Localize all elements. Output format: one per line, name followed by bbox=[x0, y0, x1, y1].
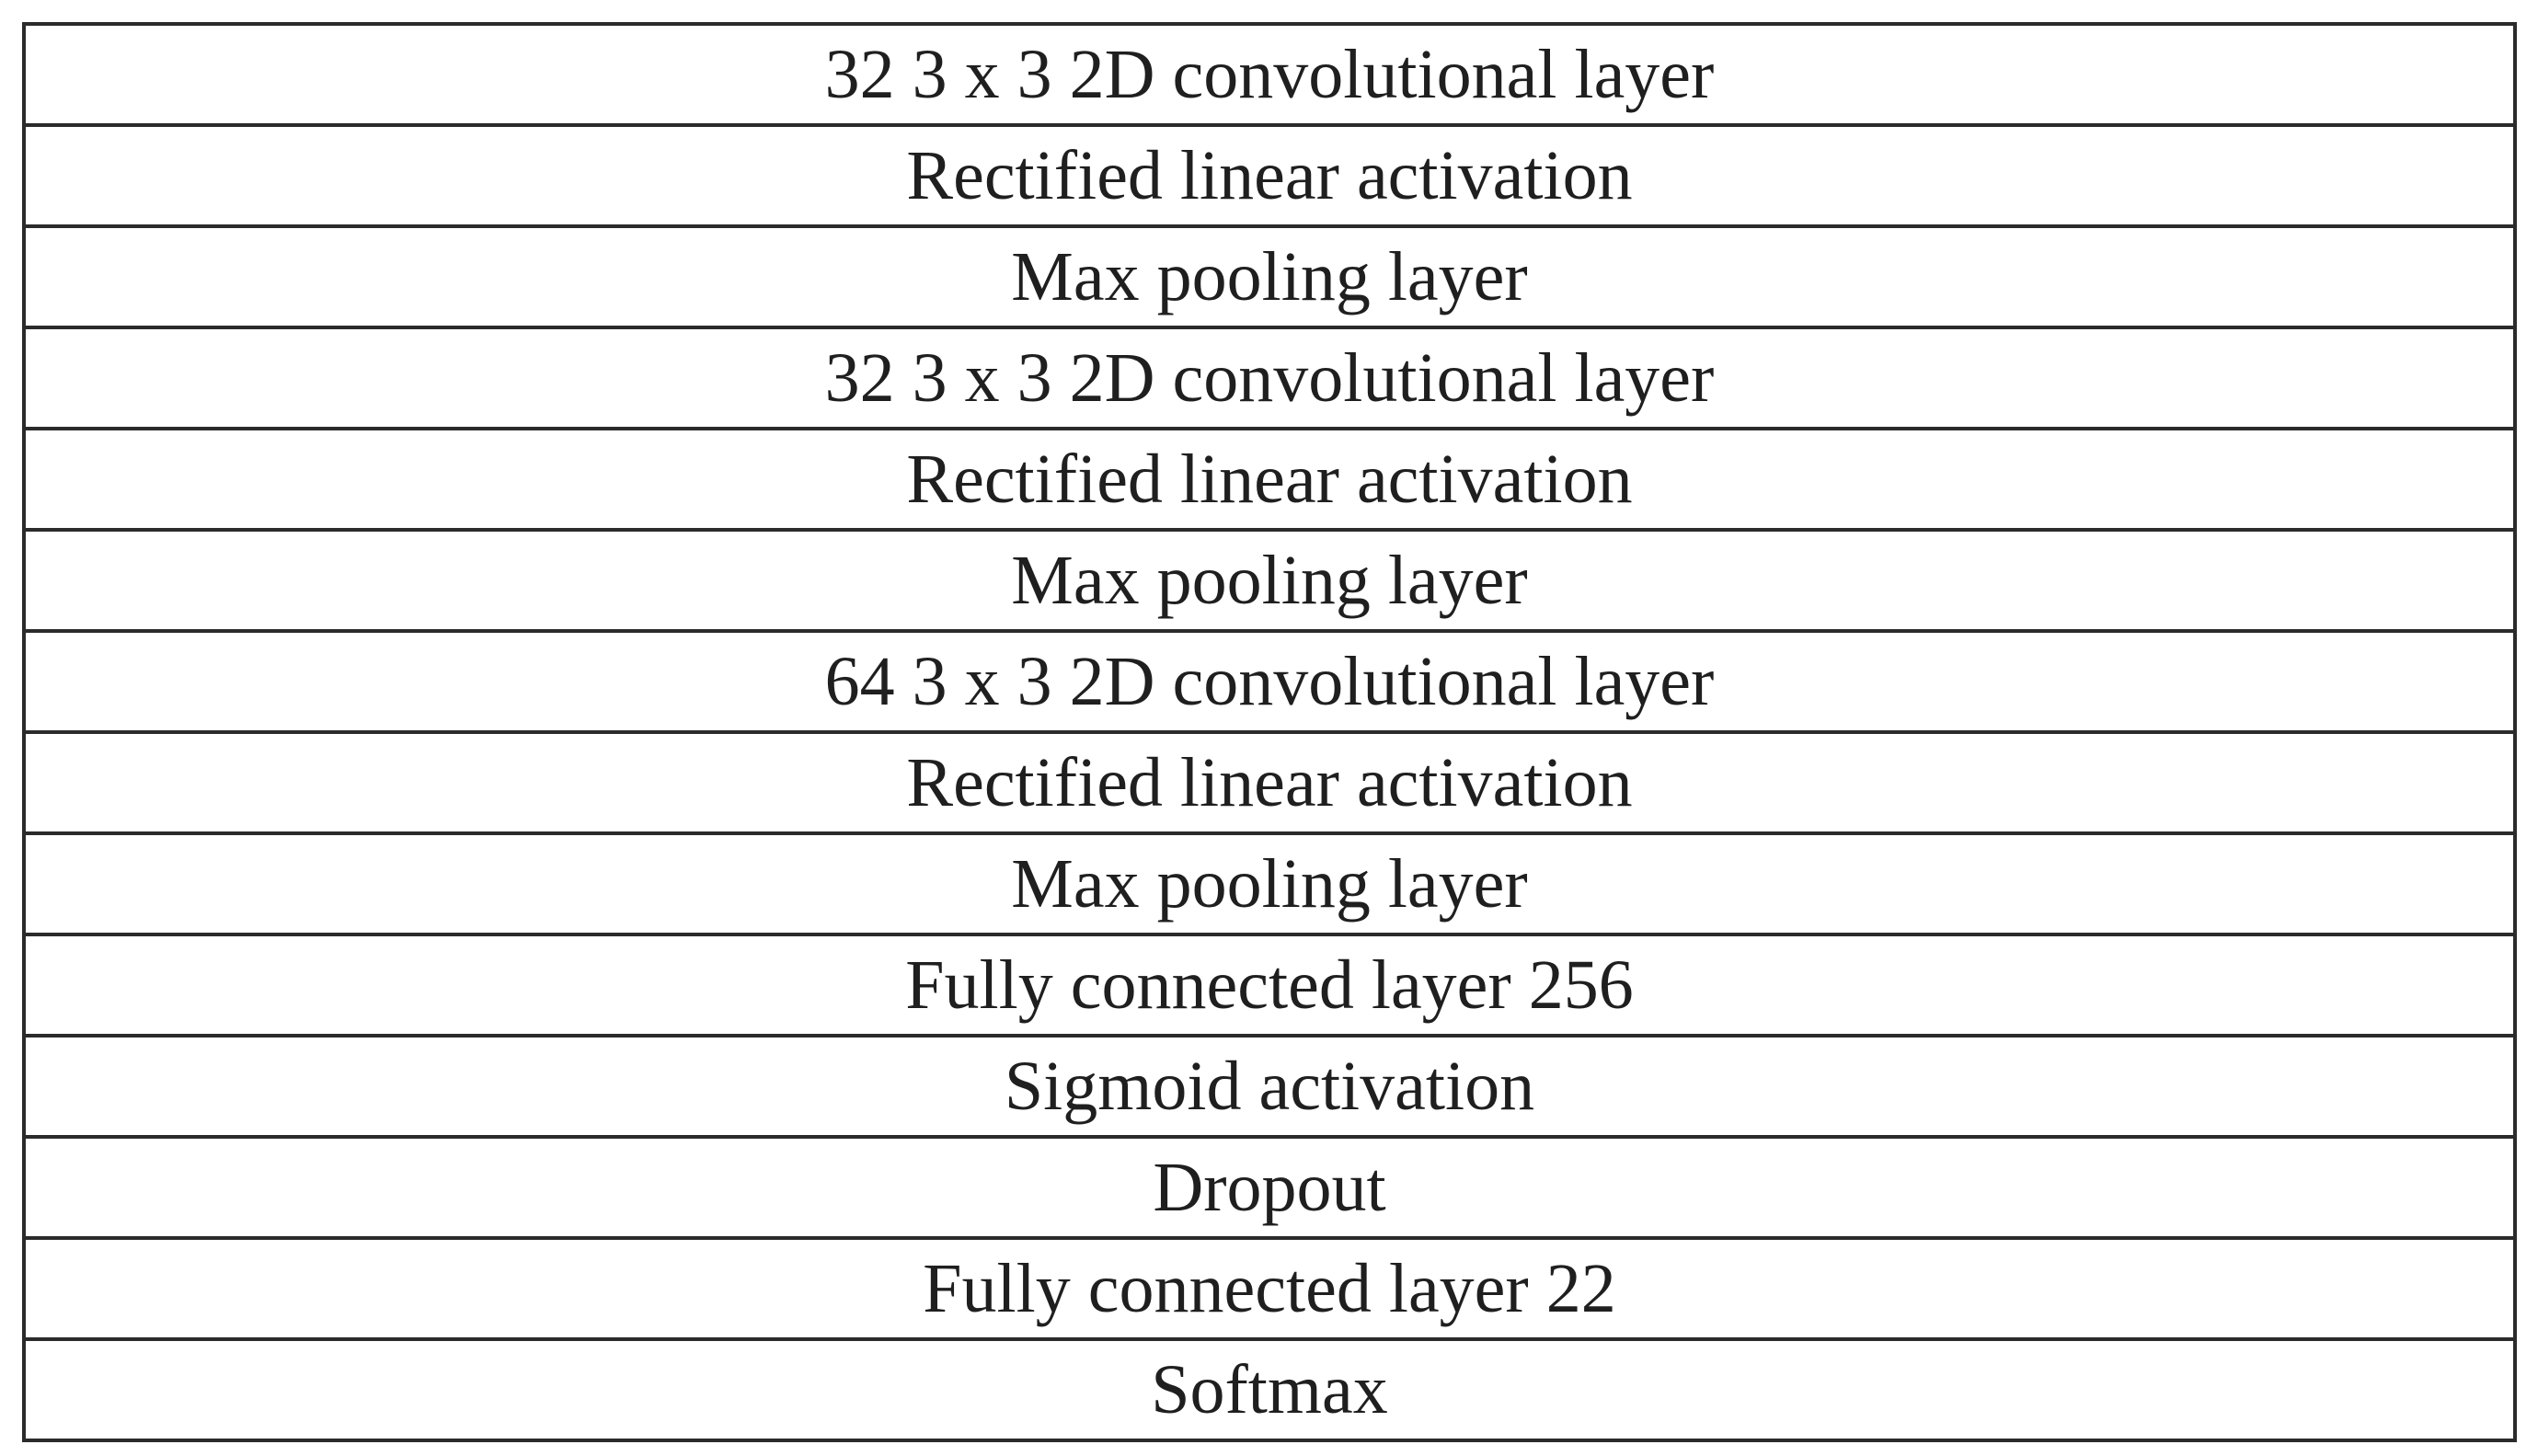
layer-row: Rectified linear activation bbox=[22, 730, 2517, 835]
layer-row: Rectified linear activation bbox=[22, 123, 2517, 228]
layer-row: 32 3 x 3 2D convolutional layer bbox=[22, 326, 2517, 430]
layer-label: Sigmoid activation bbox=[22, 1034, 2517, 1139]
layer-label: 32 3 x 3 2D convolutional layer bbox=[22, 22, 2517, 127]
layer-label: 64 3 x 3 2D convolutional layer bbox=[22, 629, 2517, 734]
layer-label: Fully connected layer 256 bbox=[22, 933, 2517, 1038]
layer-row: Max pooling layer bbox=[22, 831, 2517, 936]
layer-row: Fully connected layer 22 bbox=[22, 1236, 2517, 1341]
layer-label: Max pooling layer bbox=[22, 224, 2517, 329]
layer-label: Dropout bbox=[22, 1135, 2517, 1240]
layer-row: 32 3 x 3 2D convolutional layer bbox=[22, 22, 2517, 127]
layer-label: Max pooling layer bbox=[22, 528, 2517, 633]
layer-row: Softmax bbox=[22, 1337, 2517, 1442]
layer-row: 64 3 x 3 2D convolutional layer bbox=[22, 629, 2517, 734]
layer-label: Max pooling layer bbox=[22, 831, 2517, 936]
layer-label: 32 3 x 3 2D convolutional layer bbox=[22, 326, 2517, 430]
layer-row: Dropout bbox=[22, 1135, 2517, 1240]
layer-label: Fully connected layer 22 bbox=[22, 1236, 2517, 1341]
layer-row: Max pooling layer bbox=[22, 528, 2517, 633]
layer-label: Softmax bbox=[22, 1337, 2517, 1442]
layer-row: Max pooling layer bbox=[22, 224, 2517, 329]
layer-label: Rectified linear activation bbox=[22, 427, 2517, 532]
layer-row: Fully connected layer 256 bbox=[22, 933, 2517, 1038]
layer-row: Sigmoid activation bbox=[22, 1034, 2517, 1139]
layer-label: Rectified linear activation bbox=[22, 123, 2517, 228]
layer-label: Rectified linear activation bbox=[22, 730, 2517, 835]
layer-row: Rectified linear activation bbox=[22, 427, 2517, 532]
network-architecture-table: 32 3 x 3 2D convolutional layer Rectifie… bbox=[22, 22, 2517, 1442]
